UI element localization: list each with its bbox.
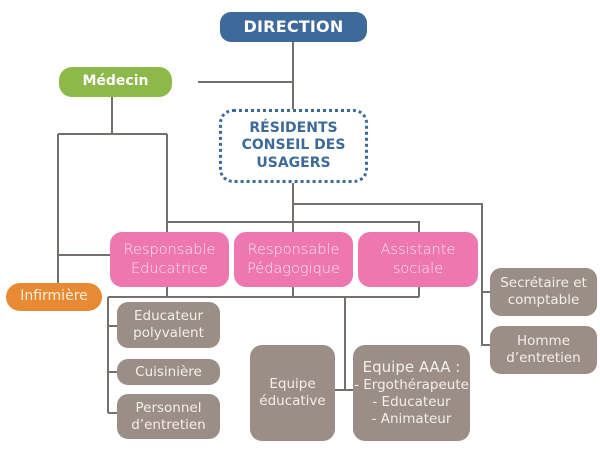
resp-educatrice-line-1: Responsable bbox=[123, 242, 216, 259]
connector-responsables-top bbox=[167, 221, 420, 232]
node-residents-conseil-usagers: RÉSIDENTS CONSEIL DES USAGERS bbox=[219, 109, 368, 183]
node-medecin: Médecin bbox=[59, 67, 172, 97]
equipe-educative-line-2: éducative bbox=[259, 393, 326, 409]
equipe-aaa-member-animateur: - Animateur bbox=[371, 410, 452, 427]
secretaire-line-2: comptable bbox=[507, 292, 580, 308]
medecin-label: Médecin bbox=[82, 73, 149, 90]
educateur-polyvalent-line-2: polyvalent bbox=[133, 325, 204, 341]
personnel-entretien-line-2: d’entretien bbox=[131, 416, 206, 433]
node-cuisiniere: Cuisinière bbox=[117, 359, 220, 385]
node-secretaire-comptable: Secrétaire et comptable bbox=[490, 268, 597, 316]
educateur-polyvalent-line-1: Educateur bbox=[133, 308, 204, 325]
cuisiniere-label: Cuisinière bbox=[135, 363, 202, 380]
connector-responsables-bottom bbox=[108, 287, 420, 298]
secretaire-line-1: Secrétaire et bbox=[500, 275, 587, 292]
assistante-sociale-line-1: Assistante bbox=[380, 242, 456, 259]
assistante-sociale-line-2: sociale bbox=[392, 260, 444, 277]
resp-pedagogique-line-2: Pédagogique bbox=[247, 260, 340, 277]
equipe-aaa-member-educateur: - Educateur bbox=[372, 393, 451, 410]
residents-line-1: RÉSIDENTS bbox=[249, 119, 338, 136]
residents-line-2: CONSEIL DES bbox=[241, 137, 346, 154]
homme-entretien-line-1: Homme bbox=[516, 333, 571, 350]
node-responsable-educatrice: Responsable Educatrice bbox=[110, 232, 229, 287]
node-responsable-pedagogique: Responsable Pédagogique bbox=[234, 232, 353, 287]
node-personnel-entretien: Personnel d’entretien bbox=[117, 394, 220, 439]
equipe-educative-line-1: Equipe bbox=[269, 376, 316, 393]
resp-pedagogique-line-1: Responsable bbox=[247, 242, 340, 259]
residents-line-3: USAGERS bbox=[256, 154, 331, 171]
node-direction: DIRECTION bbox=[220, 12, 367, 42]
connector-residents-admin bbox=[293, 203, 490, 346]
connector-equipes bbox=[335, 297, 353, 391]
node-infirmiere: Infirmière bbox=[6, 283, 102, 311]
equipe-aaa-title: Equipe AAA : bbox=[362, 358, 461, 377]
node-equipe-educative: Equipe éducative bbox=[250, 345, 335, 441]
resp-educatrice-line-2: Educatrice bbox=[131, 260, 208, 277]
homme-entretien-line-2: d’entretien bbox=[506, 350, 581, 366]
direction-label: DIRECTION bbox=[243, 17, 344, 36]
connector-staff-left bbox=[107, 297, 117, 414]
node-homme-entretien: Homme d’entretien bbox=[490, 326, 597, 374]
node-assistante-sociale: Assistante sociale bbox=[358, 232, 478, 287]
node-educateur-polyvalent: Educateur polyvalent bbox=[117, 302, 220, 348]
infirmiere-label: Infirmière bbox=[20, 288, 88, 305]
personnel-entretien-line-1: Personnel bbox=[135, 399, 202, 416]
equipe-aaa-member-ergotherapeute: - Ergothérapeute bbox=[354, 377, 469, 394]
node-equipe-aaa: Equipe AAA : - Ergothérapeute - Educateu… bbox=[353, 345, 470, 441]
